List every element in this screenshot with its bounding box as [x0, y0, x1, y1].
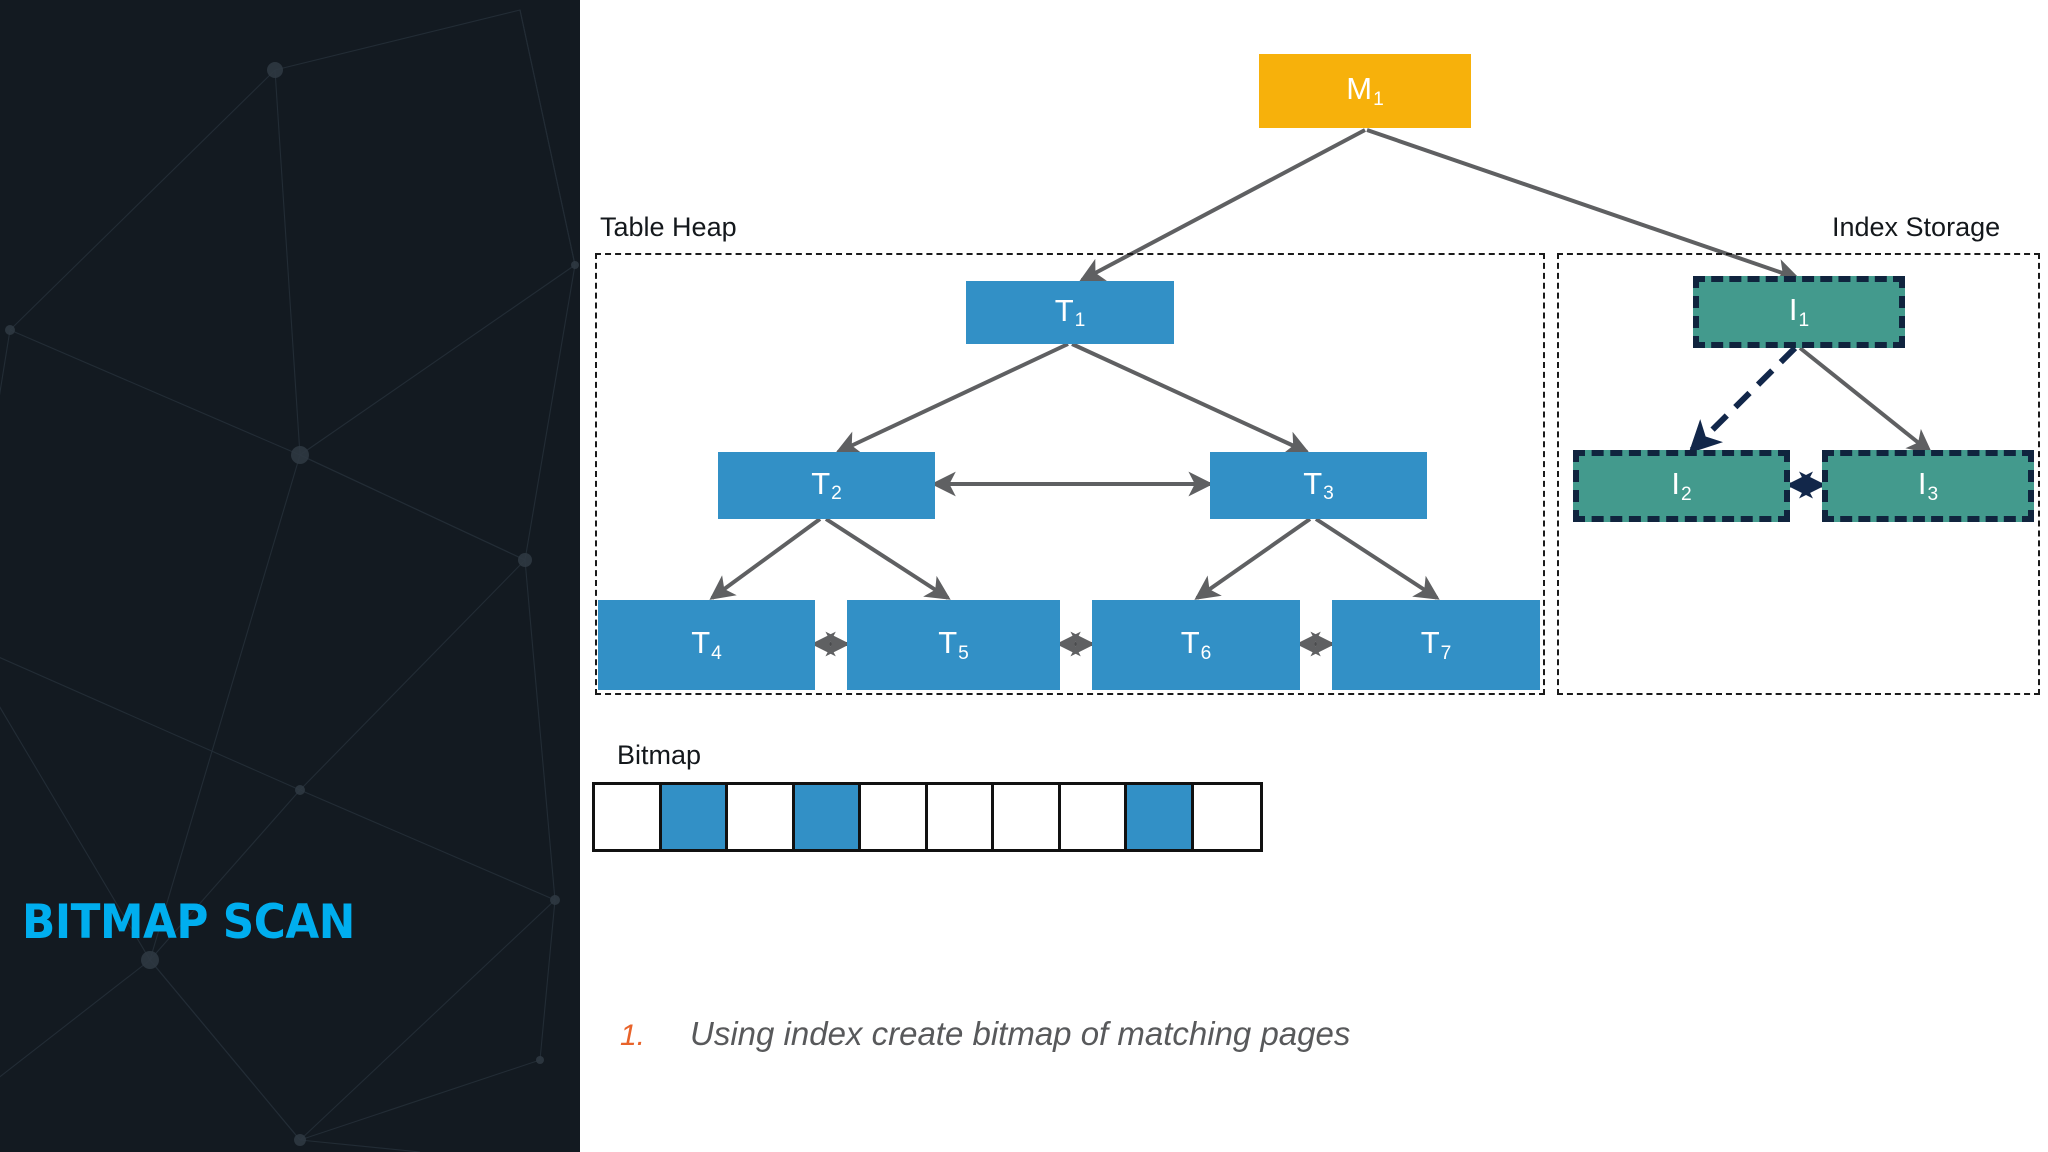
bitmap-cell-2[interactable]	[728, 785, 795, 849]
caption-text: Using index create bitmap of matching pa…	[690, 1015, 1351, 1052]
node-t5[interactable]: T5	[847, 600, 1060, 690]
table-heap-label: Table Heap	[600, 212, 737, 242]
node-i2[interactable]: I2	[1573, 450, 1790, 522]
node-t3[interactable]: T3	[1210, 452, 1427, 519]
node-i1[interactable]: I1	[1693, 276, 1905, 348]
bitmap-cell-5[interactable]	[927, 785, 994, 849]
node-i3[interactable]: I3	[1822, 450, 2034, 522]
node-i2-label: I2	[1671, 466, 1692, 505]
node-t1[interactable]: T1	[966, 281, 1174, 344]
bitmap-cell-3[interactable]	[794, 785, 861, 849]
bitmap-cell-7[interactable]	[1060, 785, 1127, 849]
node-t4-label: T4	[691, 625, 722, 664]
node-t1-label: T1	[1054, 292, 1086, 332]
bitmap-cell-6[interactable]	[994, 785, 1061, 849]
bitmap-cell-0[interactable]	[595, 785, 662, 849]
node-m1[interactable]: M1	[1259, 54, 1471, 128]
index-storage-label: Index Storage	[1832, 212, 2001, 242]
bitmap-cell-4[interactable]	[861, 785, 928, 849]
node-t6-label: T6	[1180, 625, 1212, 664]
node-t5-label: T5	[938, 625, 969, 664]
node-t2-label: T2	[811, 465, 842, 505]
caption-number: 1.	[620, 1019, 646, 1052]
bitmap-cell-9[interactable]	[1193, 785, 1260, 849]
constellation-texture	[0, 9, 579, 1152]
bitmap-row[interactable]	[592, 782, 1263, 852]
index-storage-container	[1557, 253, 2040, 695]
node-i1-label: I1	[1788, 292, 1810, 331]
node-i3-label: I3	[1917, 466, 1939, 505]
bitmap-label: Bitmap	[617, 740, 702, 770]
node-t6[interactable]: T6	[1092, 600, 1300, 690]
bitmap-cell-1[interactable]	[661, 785, 728, 849]
node-t3-label: T3	[1303, 465, 1334, 505]
node-t7[interactable]: T7	[1332, 600, 1540, 690]
table-heap-container	[595, 253, 1545, 695]
caption: 1. Using index create bitmap of matching…	[620, 1015, 1350, 1053]
slide-title: BITMAP SCAN	[22, 895, 355, 950]
node-m1-label: M1	[1346, 71, 1384, 110]
bitmap-cell-8[interactable]	[1127, 785, 1194, 849]
node-t7-label: T7	[1420, 625, 1452, 664]
node-t2[interactable]: T2	[718, 452, 935, 519]
title-panel: BITMAP SCAN	[0, 0, 580, 1152]
node-t4[interactable]: T4	[598, 600, 815, 690]
